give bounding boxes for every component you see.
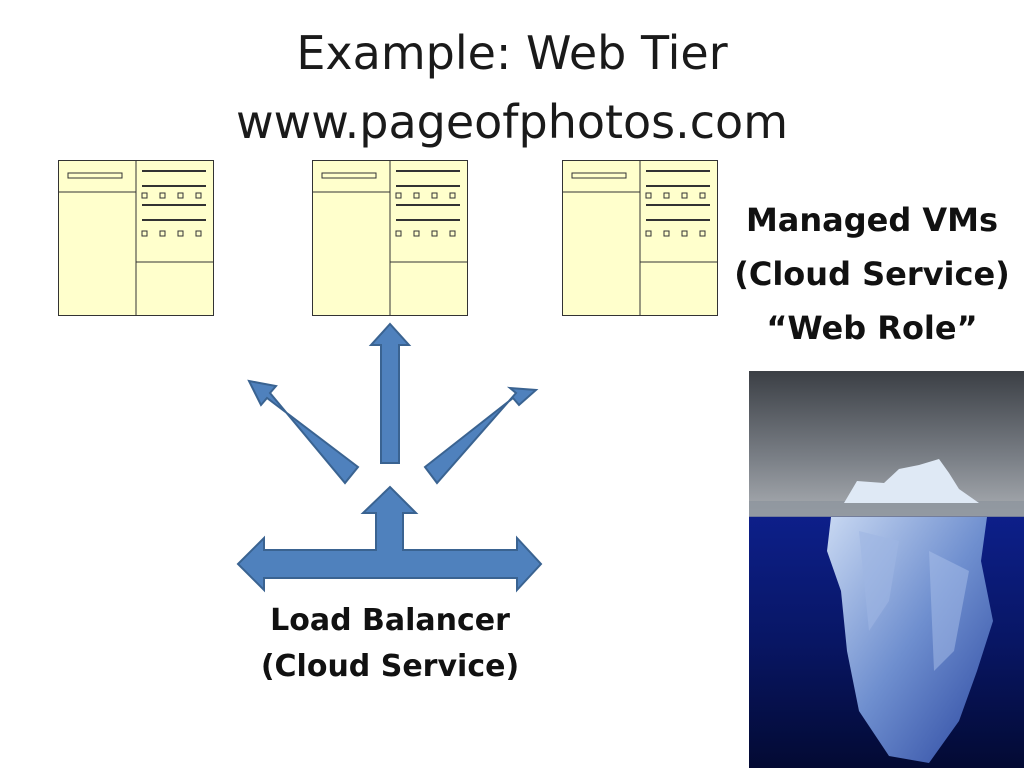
vm-checkbox	[645, 192, 652, 199]
vm-server-page-icon	[58, 160, 214, 316]
load-balancer-caption: Load Balancer (Cloud Service)	[250, 598, 530, 690]
vm-checkbox	[413, 230, 420, 237]
load-balancer-label: Load Balancer	[270, 603, 510, 638]
vm-checkbox	[395, 230, 402, 237]
vm-checkbox	[699, 230, 706, 237]
vm-checkbox	[141, 230, 148, 237]
vm-server-page-icon	[562, 160, 718, 316]
vm-checkbox	[395, 192, 402, 199]
vm-header-bar	[321, 172, 377, 179]
vm-checkbox	[681, 230, 688, 237]
vm-header-bar	[571, 172, 627, 179]
vm-text-line	[396, 204, 460, 206]
vm-text-line	[646, 219, 710, 221]
vm-checkbox	[449, 192, 456, 199]
vm-checkbox	[413, 192, 420, 199]
arrow-up-right-icon	[423, 386, 539, 485]
vm-text-line	[142, 219, 206, 221]
vm-text-line	[142, 185, 206, 187]
web-role-label: “Web Role”	[766, 309, 978, 347]
vm-text-line	[142, 170, 206, 172]
vm-checkbox	[159, 230, 166, 237]
vm-header-bar	[67, 172, 123, 179]
vm-checkbox	[195, 192, 202, 199]
vm-checkbox	[159, 192, 166, 199]
vm-server-page-icon	[312, 160, 468, 316]
iceberg-tip	[844, 459, 979, 503]
arrow-up-left-icon	[247, 379, 360, 485]
vm-checkbox	[449, 230, 456, 237]
vm-checkbox	[177, 192, 184, 199]
managed-vms-caption: Managed VMs (Cloud Service) “Web Role”	[724, 193, 1020, 355]
vm-checkbox	[431, 230, 438, 237]
slide-title: Example: Web Tier	[296, 26, 728, 80]
vm-text-line	[646, 204, 710, 206]
iceberg-image	[749, 371, 1024, 768]
vm-text-line	[646, 185, 710, 187]
managed-vms-service-label: (Cloud Service)	[734, 255, 1010, 293]
load-balancer-service-label: (Cloud Service)	[260, 649, 520, 684]
vm-checkbox	[177, 230, 184, 237]
vm-text-line	[396, 170, 460, 172]
slide-subtitle-url: www.pageofphotos.com	[236, 95, 788, 149]
vm-checkbox	[681, 192, 688, 199]
vm-text-line	[142, 204, 206, 206]
vm-text-line	[646, 170, 710, 172]
vm-checkbox	[663, 192, 670, 199]
vm-checkbox	[141, 192, 148, 199]
load-balancer-arrow-icon	[236, 485, 543, 593]
vm-text-line	[396, 185, 460, 187]
vm-checkbox	[663, 230, 670, 237]
vm-checkbox	[431, 192, 438, 199]
vm-checkbox	[195, 230, 202, 237]
vm-checkbox	[699, 192, 706, 199]
vm-text-line	[396, 219, 460, 221]
arrow-up-icon	[368, 322, 412, 464]
managed-vms-label: Managed VMs	[745, 201, 999, 239]
vm-checkbox	[645, 230, 652, 237]
